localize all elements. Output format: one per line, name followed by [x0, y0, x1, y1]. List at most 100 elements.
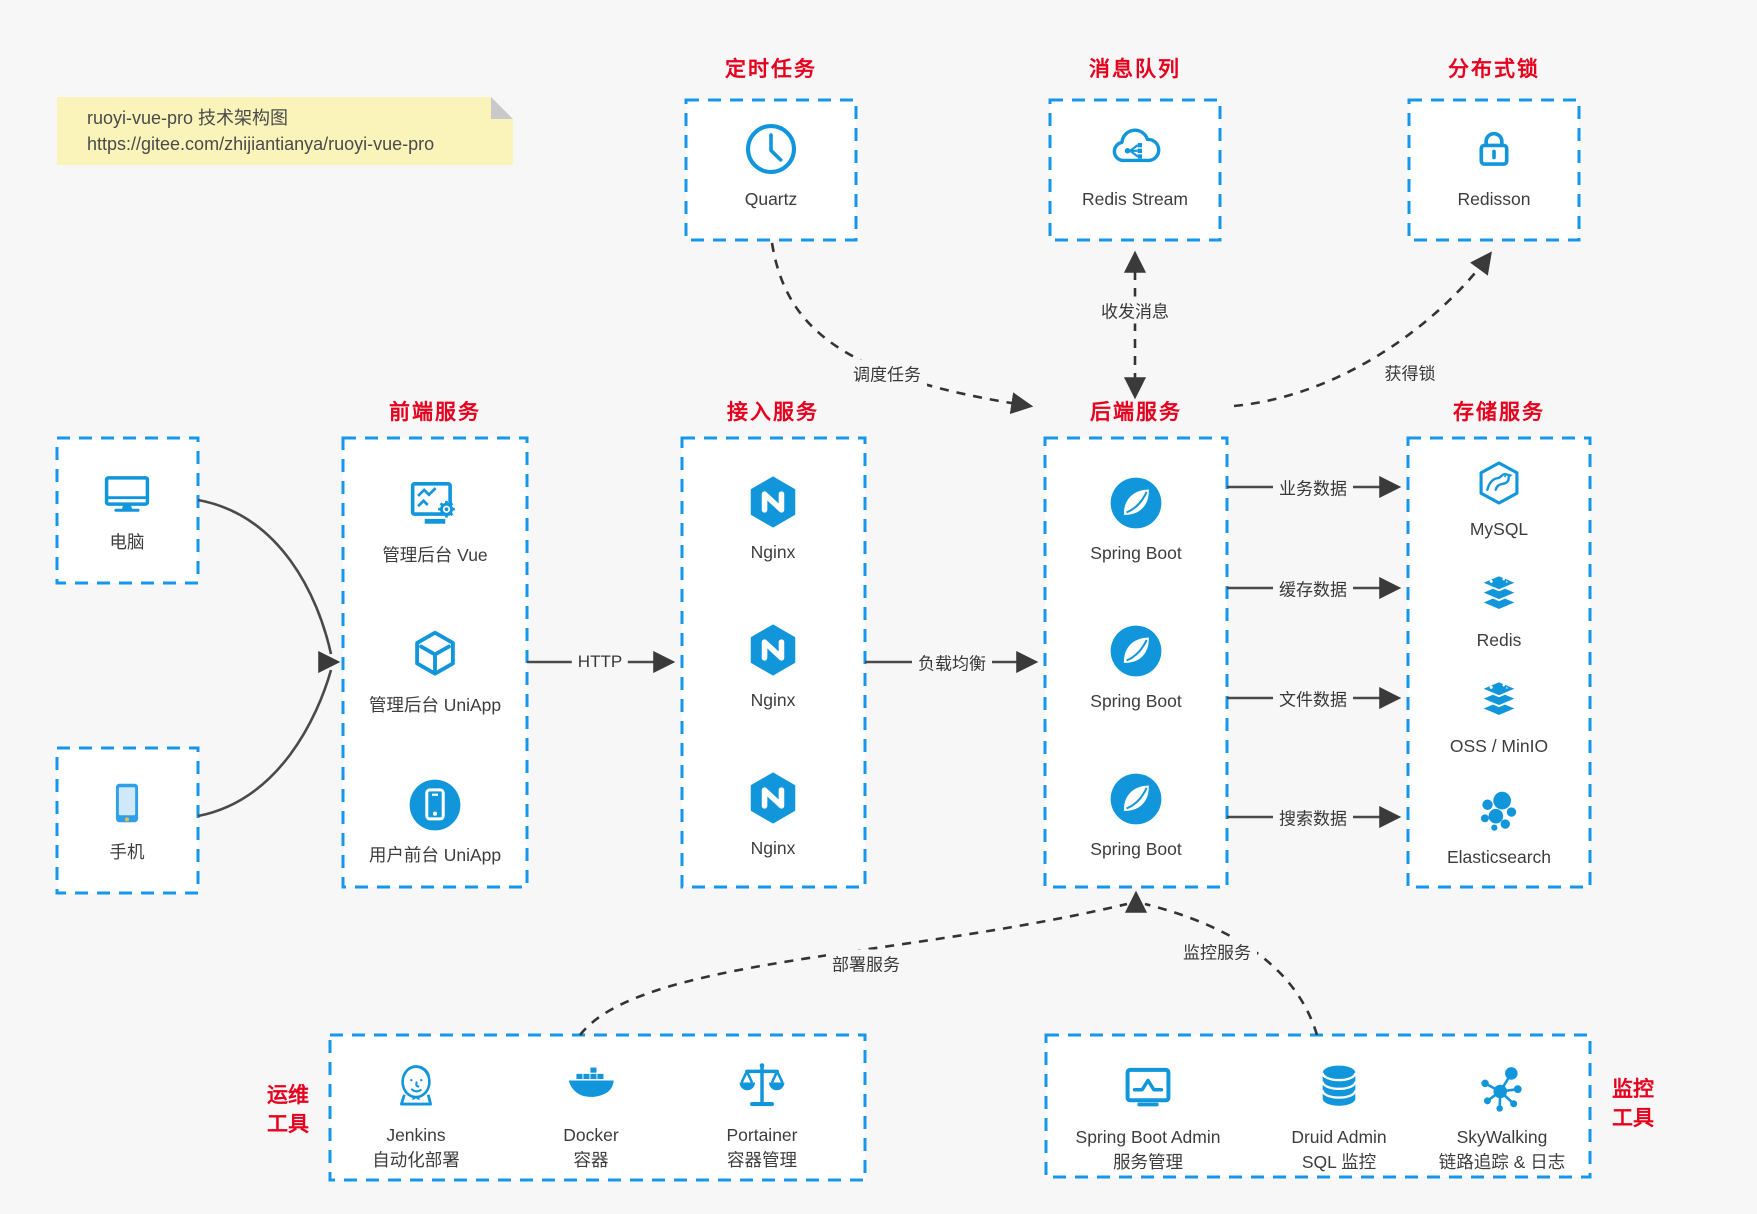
node-mysql: MySQL: [1389, 458, 1609, 542]
node-label: Jenkins: [386, 1125, 446, 1145]
edge-label-http: HTTP: [571, 651, 629, 673]
node-docker: Docker 容器: [481, 1058, 701, 1173]
node-label: SkyWalking: [1456, 1127, 1548, 1147]
edge-label-file-data: 文件数据: [1273, 684, 1353, 712]
node-redisson: Redisson: [1384, 120, 1604, 212]
node-label: Spring Boot Admin: [1075, 1127, 1221, 1147]
node-pc-client: 电脑: [17, 465, 237, 555]
user-app-icon: [409, 779, 461, 831]
label-monitor-tools: 监控 工具: [1612, 1078, 1654, 1130]
node-label: Spring Boot: [1090, 839, 1182, 859]
edge-monitor-service: [1144, 902, 1319, 1036]
note-title: ruoyi-vue-pro 技术架构图: [87, 108, 289, 128]
node-label: Redis: [1476, 630, 1522, 650]
node-nginx-3: Nginx: [663, 769, 883, 861]
note-url: https://gitee.com/zhijiantianya/ruoyi-vu…: [87, 134, 435, 154]
edge-label-monitor: 监控服务: [1177, 937, 1257, 965]
title-frontend-service: 前端服务: [389, 401, 481, 424]
node-jenkins: Jenkins 自动化部署: [306, 1058, 526, 1173]
uniapp-cube-icon: [415, 630, 455, 676]
node-redis-stream: Redis Stream: [1025, 120, 1245, 212]
title-scheduled-task: 定时任务: [725, 58, 817, 81]
node-portainer: Portainer 容器管理: [652, 1058, 872, 1173]
redis-stack-icon: [1480, 574, 1518, 611]
node-elasticsearch: Elasticsearch: [1389, 786, 1609, 870]
spring-boot-icon: [1110, 773, 1162, 825]
phone-icon: [115, 783, 139, 823]
edge-label-cache-data: 缓存数据: [1273, 574, 1353, 602]
node-label: Nginx: [750, 838, 796, 858]
node-admin-vue: 管理后台 Vue: [325, 476, 545, 568]
node-label: Docker: [563, 1125, 619, 1145]
edge-deploy-service: [578, 902, 1128, 1036]
title-storage-service: 存储服务: [1453, 401, 1545, 424]
node-quartz: Quartz: [661, 120, 881, 212]
spring-boot-icon: [1110, 477, 1162, 529]
edge-label-business-data: 业务数据: [1273, 473, 1353, 501]
title-gateway-service: 接入服务: [727, 401, 819, 424]
node-sublabel: 服务管理: [1113, 1152, 1183, 1172]
node-label: 电脑: [109, 532, 145, 552]
title-message-queue: 消息队列: [1089, 58, 1181, 81]
node-label: OSS / MinIO: [1449, 736, 1549, 756]
node-sublabel: 链路追踪 & 日志: [1438, 1152, 1566, 1172]
edge-label-lock: 获得锁: [1378, 358, 1442, 386]
node-sublabel: 容器: [573, 1150, 609, 1170]
oss-stack-icon: [1480, 680, 1518, 717]
node-label: 管理后台 UniApp: [368, 695, 502, 715]
jenkins-icon: [400, 1065, 432, 1106]
node-phone-client: 手机: [17, 775, 237, 865]
node-label: 管理后台 Vue: [382, 545, 488, 565]
edge-label-message: 收发消息: [1095, 296, 1175, 324]
node-nginx-1: Nginx: [663, 473, 883, 565]
nginx-icon: [750, 476, 796, 528]
edge-label-search-data: 搜索数据: [1273, 803, 1353, 831]
edge-phone-to-frontend: [197, 669, 333, 818]
node-oss-minio: OSS / MinIO: [1389, 675, 1609, 759]
node-user-uniapp: 用户前台 UniApp: [325, 776, 545, 868]
node-redis: Redis: [1389, 569, 1609, 653]
node-label: Portainer: [726, 1125, 798, 1145]
node-label: Quartz: [744, 189, 798, 209]
distributed-lock-box: [1407, 98, 1581, 242]
nginx-icon: [750, 772, 796, 824]
elasticsearch-icon: [1480, 791, 1517, 831]
node-label: MySQL: [1469, 519, 1529, 539]
ops-tools-box: [328, 1033, 867, 1182]
node-spring-boot-admin: Spring Boot Admin 服务管理: [1038, 1060, 1258, 1175]
druid-icon: [1321, 1065, 1357, 1106]
edge-pc-to-frontend: [197, 498, 333, 655]
node-spring-boot-1: Spring Boot: [1026, 474, 1246, 566]
desktop-icon: [104, 476, 150, 512]
node-label: Redisson: [1457, 189, 1531, 209]
edge-schedule-task: [770, 242, 1034, 415]
node-admin-uniapp: 管理后台 UniApp: [325, 626, 545, 718]
edge-label-schedule: 调度任务: [847, 359, 927, 387]
node-druid-admin: Druid Admin SQL 监控: [1229, 1060, 1449, 1175]
mysql-icon: [1479, 461, 1519, 505]
cloud-share-icon: [1112, 128, 1161, 163]
node-skywalking: SkyWalking 链路追踪 & 日志: [1392, 1060, 1612, 1175]
sticky-note: ruoyi-vue-pro 技术架构图 https://gitee.com/zh…: [57, 97, 513, 165]
node-label: Redis Stream: [1081, 189, 1188, 209]
edge-label-deploy: 部署服务: [826, 949, 906, 977]
node-label: 用户前台 UniApp: [368, 845, 502, 865]
node-label: 手机: [109, 842, 145, 862]
clock-icon: [745, 123, 797, 175]
node-label: Nginx: [750, 542, 796, 562]
node-label: Elasticsearch: [1446, 847, 1552, 867]
note-fold-icon: [491, 97, 513, 119]
label-ops-tools: 运维 工具: [267, 1084, 309, 1136]
node-sublabel: SQL 监控: [1301, 1152, 1377, 1172]
node-label: Nginx: [750, 690, 796, 710]
nginx-icon: [750, 624, 796, 676]
edge-get-lock: [1233, 251, 1492, 408]
skywalking-icon: [1481, 1067, 1522, 1112]
edge-label-load-balance: 负载均衡: [912, 648, 992, 676]
admin-vue-icon: [410, 482, 455, 524]
portainer-icon: [739, 1063, 785, 1107]
docker-icon: [568, 1067, 614, 1097]
node-sublabel: 容器管理: [727, 1150, 797, 1170]
spring-boot-icon: [1110, 625, 1162, 677]
